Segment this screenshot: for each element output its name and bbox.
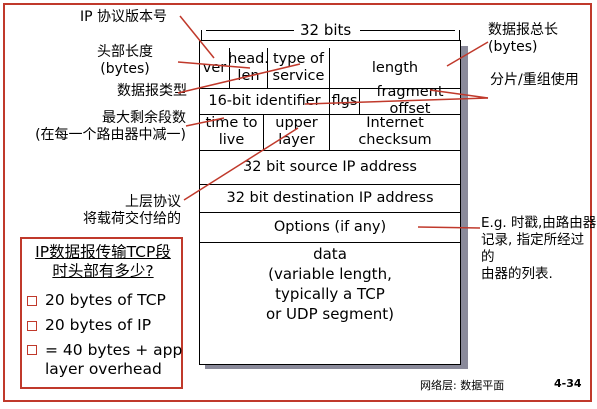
bits-tick-left — [201, 30, 202, 40]
arrow-max-hops — [185, 117, 225, 127]
field-ver: ver — [200, 48, 230, 88]
bits-tick-right — [459, 30, 460, 40]
field-head-len: head. len — [228, 48, 269, 88]
field-upper-layer: upper layer — [264, 114, 330, 150]
label-ip-version: IP 协议版本号 — [80, 9, 168, 25]
field-source-ip: 32 bit source IP address — [243, 158, 417, 175]
overhead-item-2: 20 bytes of IP — [27, 316, 151, 335]
label-upper-protocol: 上层协议 将载荷交付给的 — [83, 194, 181, 227]
field-identifier: 16-bit identifier — [200, 88, 330, 114]
bullet-icon — [27, 295, 37, 306]
overhead-box: IP数据报传输TCP段 时头部有多少? 20 bytes of TCP 20 b… — [20, 237, 183, 389]
slide-frame — [3, 3, 592, 402]
field-options: Options (if any) — [273, 218, 387, 235]
label-header-length: 头部长度 (bytes) — [97, 44, 153, 77]
row-divider-1 — [200, 88, 460, 89]
bits-arrow-right — [360, 30, 455, 31]
label-total-length: 数据报总长 (bytes) — [488, 22, 558, 55]
arrow-total-length — [446, 41, 489, 67]
bullet-icon — [27, 320, 37, 331]
overhead-item-1: 20 bytes of TCP — [27, 291, 166, 310]
arrow-header-length — [177, 61, 251, 69]
overhead-title: IP数据报传输TCP段 时头部有多少? — [35, 243, 171, 280]
arrow-data-type — [177, 63, 301, 94]
footer-page: 4-34 — [554, 377, 582, 390]
arrow-upper-protocol — [183, 127, 299, 201]
footer-chapter: 网络层: 数据平面 — [420, 379, 505, 392]
field-length: length — [371, 59, 419, 76]
label-max-hops: 最大剩余段数 (在每一个路由器中减一) — [35, 110, 186, 143]
field-fragment-offset: fragment offset — [376, 84, 444, 117]
field-time-to-live: time to live — [200, 114, 264, 150]
arrow-fragment-b — [429, 89, 489, 99]
bits-label: 32 bits — [300, 21, 352, 39]
field-flags: flgs — [330, 88, 360, 114]
field-type-of-service: type of service — [268, 48, 330, 88]
field-dest-ip: 32 bit destination IP address — [226, 189, 434, 206]
row-divider-6 — [200, 242, 460, 243]
label-options-example: E.g. 时戳,由路由器 记录, 指定所经过的 由器的列表. — [481, 215, 597, 282]
field-checksum: Internet checksum — [358, 115, 432, 148]
ip-header-diagram — [199, 40, 461, 365]
label-fragment: 分片/重组使用 — [490, 72, 579, 88]
arrow-version — [179, 15, 215, 59]
label-data-type: 数据报类型 — [117, 83, 187, 99]
arrow-fragment-a — [304, 97, 489, 105]
row-divider-4 — [200, 184, 460, 185]
bits-arrow-left — [206, 30, 294, 31]
arrow-options — [417, 226, 481, 229]
row-divider-3 — [200, 150, 460, 151]
row-divider-2 — [200, 114, 460, 115]
field-data: data (variable length, typically a TCP o… — [265, 245, 395, 323]
bullet-icon — [27, 345, 37, 355]
row-divider-5 — [200, 212, 460, 213]
